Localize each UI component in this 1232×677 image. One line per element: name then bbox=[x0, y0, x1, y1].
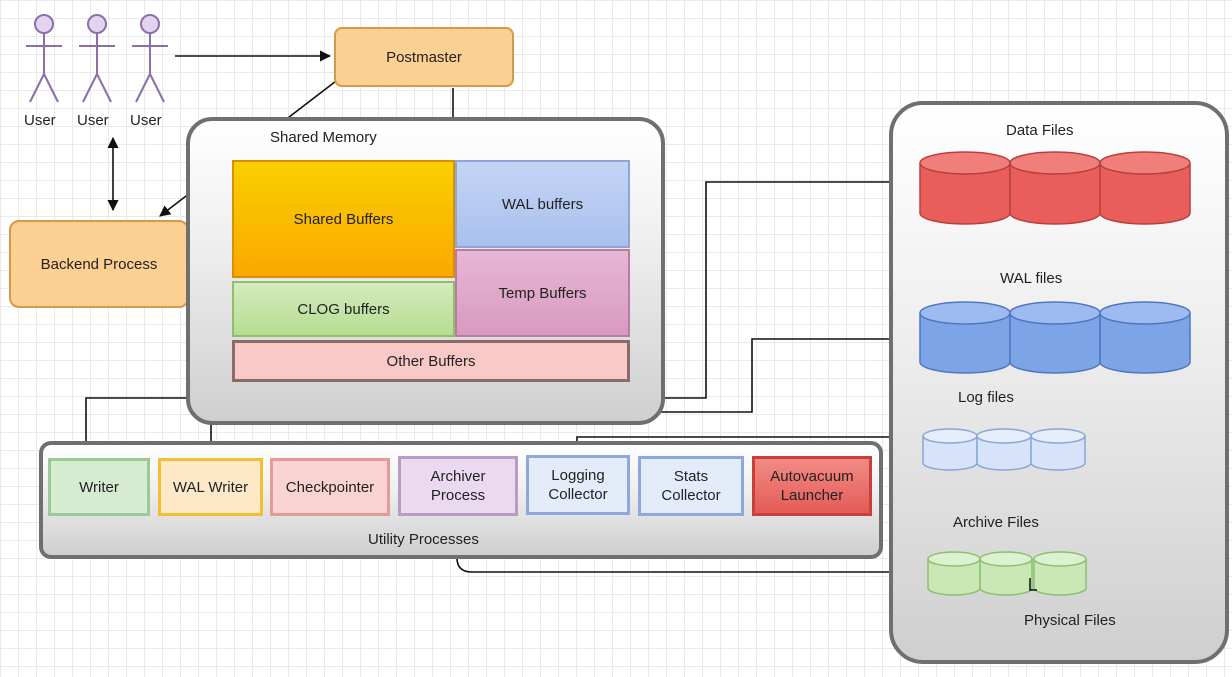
arrow-walwriter-wal bbox=[210, 333, 915, 455]
archive-file-cylinder-2 bbox=[979, 551, 1033, 596]
arrow-writer-data bbox=[85, 176, 920, 455]
clog-buffers-label: CLOG buffers bbox=[297, 300, 390, 318]
temp-buffers-label: Temp Buffers bbox=[498, 284, 587, 302]
writer-box: Writer bbox=[48, 458, 150, 516]
user-label-2: User bbox=[77, 112, 109, 129]
shared-memory-title: Shared Memory bbox=[270, 129, 377, 146]
postmaster-box: Postmaster bbox=[334, 27, 514, 87]
temp-buffers-box: Temp Buffers bbox=[455, 249, 630, 337]
autovacuum-launcher-box: Autovacuum Launcher bbox=[752, 456, 872, 516]
user-figure-2 bbox=[79, 14, 115, 103]
logging-collector-box: Logging Collector bbox=[526, 455, 630, 515]
autovacuum-label-line1: Autovacuum bbox=[770, 468, 854, 485]
wal-writer-box: WAL Writer bbox=[158, 458, 263, 516]
shared-buffers-box: Shared Buffers bbox=[232, 160, 455, 278]
other-buffers-label: Other Buffers bbox=[386, 352, 476, 370]
archive-file-cylinder-3 bbox=[1033, 551, 1087, 596]
stats-label-line2: Collector bbox=[661, 487, 721, 504]
log-files-title: Log files bbox=[958, 389, 1014, 406]
wal-buffers-label: WAL buffers bbox=[501, 195, 584, 213]
data-file-cylinder-3 bbox=[1099, 151, 1191, 225]
log-file-cylinder-2 bbox=[976, 428, 1032, 471]
shared-buffers-label: Shared Buffers bbox=[293, 210, 394, 228]
writer-label: Writer bbox=[79, 478, 119, 496]
wal-files-title: WAL files bbox=[1000, 270, 1063, 287]
archive-files-title: Archive Files bbox=[953, 514, 1039, 531]
logging-label-line2: Collector bbox=[548, 486, 608, 503]
log-file-cylinder-3 bbox=[1030, 428, 1086, 471]
wal-writer-label: WAL Writer bbox=[172, 478, 249, 496]
utility-processes-title: Utility Processes bbox=[368, 531, 479, 548]
other-buffers-box: Other Buffers bbox=[232, 340, 630, 382]
physical-files-title: Physical Files bbox=[1024, 612, 1116, 629]
data-file-cylinder-1 bbox=[919, 151, 1011, 225]
autovacuum-label-line2: Launcher bbox=[780, 487, 844, 504]
archiver-label-line1: Archiver bbox=[430, 468, 486, 485]
backend-process-label: Backend Process bbox=[40, 255, 158, 273]
user-figure-1 bbox=[26, 14, 62, 103]
stats-collector-box: Stats Collector bbox=[638, 456, 744, 516]
user-label-3: User bbox=[130, 112, 162, 129]
logging-label-line1: Logging bbox=[551, 467, 605, 484]
user-figure-3 bbox=[132, 14, 168, 103]
postmaster-label: Postmaster bbox=[386, 48, 462, 66]
backend-process-box: Backend Process bbox=[9, 220, 189, 308]
user-label-1: User bbox=[24, 112, 56, 129]
archiver-process-box: Archiver Process bbox=[398, 456, 518, 516]
archiver-label-line2: Process bbox=[430, 487, 486, 504]
wal-buffers-box: WAL buffers bbox=[455, 160, 630, 248]
checkpointer-label: Checkpointer bbox=[285, 478, 375, 496]
log-file-cylinder-1 bbox=[922, 428, 978, 471]
clog-buffers-box: CLOG buffers bbox=[232, 281, 455, 337]
wal-file-cylinder-3 bbox=[1099, 301, 1191, 374]
wal-file-cylinder-1 bbox=[919, 301, 1011, 374]
checkpointer-box: Checkpointer bbox=[270, 458, 390, 516]
archive-file-cylinder-1 bbox=[927, 551, 981, 596]
data-file-cylinder-2 bbox=[1009, 151, 1101, 225]
wal-file-cylinder-2 bbox=[1009, 301, 1101, 374]
data-files-title: Data Files bbox=[1006, 122, 1074, 139]
cursor-mark bbox=[1029, 578, 1037, 591]
stats-label-line1: Stats bbox=[673, 468, 709, 485]
